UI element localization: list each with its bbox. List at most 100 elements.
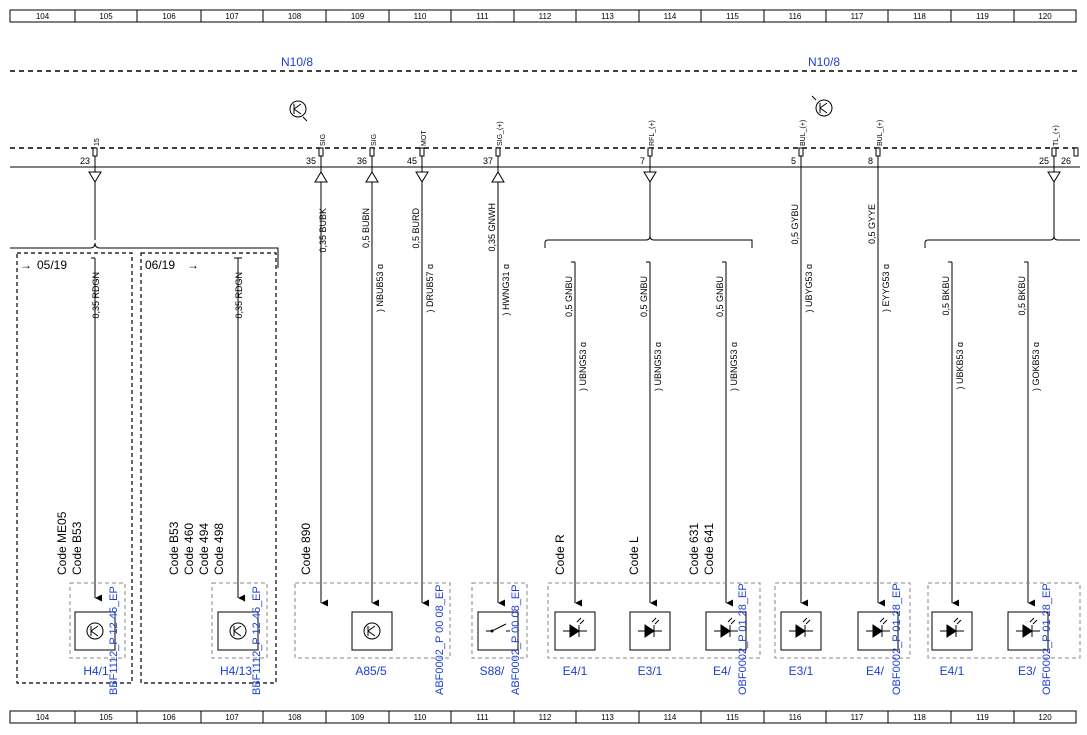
component-name: S88/ <box>480 664 505 678</box>
option-box-h4-1 <box>16 252 133 684</box>
component-name: E4/1 <box>940 664 965 678</box>
pin-signal: BUL_(+) <box>877 120 884 146</box>
module-name-left: N10/8 <box>281 55 313 69</box>
ref-label-2: 06/19 <box>145 258 175 272</box>
pin-number: 25 <box>1039 156 1049 166</box>
connector-label: ) UBNG53 ɑ <box>578 342 588 391</box>
grid-column-label: 118 <box>913 12 926 21</box>
connector-label: ) UBNG53 ɑ <box>729 342 739 391</box>
wire-label: 0,5 GNBU <box>564 276 574 317</box>
component-body <box>217 611 259 651</box>
option-code: Code 631 <box>687 523 701 575</box>
ref-arrow: → <box>20 258 32 272</box>
pin-number: 36 <box>357 156 367 166</box>
pin-terminal <box>92 147 98 157</box>
wire-label: 0,5 GYBU <box>790 204 800 245</box>
component-body <box>74 611 116 651</box>
wire-label: 0,35 BUBK <box>318 208 328 253</box>
component-body <box>477 611 519 651</box>
option-code: Code 494 <box>197 523 211 575</box>
pin-number: 26 <box>1061 156 1071 166</box>
component-id: OBF0002_P 01 28_EP <box>891 583 903 695</box>
ref-label-1: 05/19 <box>37 258 67 272</box>
pin-number: 23 <box>80 156 90 166</box>
led-icon <box>789 617 813 638</box>
component-name: H4/13 <box>220 664 252 678</box>
option-code: Code R <box>553 534 567 575</box>
grid-column-label: 106 <box>162 12 176 21</box>
grid-column-label: 106 <box>162 713 176 722</box>
option-code: Code L <box>627 536 641 575</box>
component-id: OBF0002_P 01 28_EP <box>1041 583 1053 695</box>
pin-terminal <box>318 147 324 157</box>
pin-terminal <box>419 147 425 157</box>
pin-signal: TL_(+) <box>1053 125 1060 146</box>
transistor-icon <box>86 622 104 640</box>
grid-column-label: 119 <box>976 12 989 21</box>
transistor-icon <box>229 622 247 640</box>
component-id: ABF0002_P 00 08_EP <box>434 585 446 696</box>
option-code: Code ME05 <box>55 511 69 575</box>
option-code: Code B53 <box>167 521 181 575</box>
grid-column-label: 108 <box>288 713 302 722</box>
pin-terminal <box>798 147 804 157</box>
connector-label: ) UBNG53 ɑ <box>653 342 663 391</box>
pin-number: 8 <box>868 156 873 166</box>
component-name: E3/ <box>1018 664 1037 678</box>
wire-arrow-up <box>491 171 505 183</box>
pin-terminal <box>1051 147 1057 157</box>
component-name: E3/1 <box>789 664 814 678</box>
grid-column-label: 109 <box>351 12 365 21</box>
wires <box>88 156 1061 607</box>
pin-terminal <box>369 147 375 157</box>
pin-signal: SIG <box>371 134 378 146</box>
component-id: ABF0002_P 00 08_EP <box>510 585 522 696</box>
grid-column-label: 114 <box>664 713 677 722</box>
grid-column-label: 113 <box>601 713 614 722</box>
connector-label: ) DRUB57 ɑ <box>425 264 435 313</box>
option-code: Code B53 <box>70 521 84 575</box>
wire-arrow-up <box>365 171 379 183</box>
component-id: BBF1112_P 12 45_EP <box>251 586 263 695</box>
grid-column-label: 108 <box>288 12 302 21</box>
wire-label: 0,35 RDGN <box>91 272 101 319</box>
pin-signal: RFL_(+) <box>649 120 656 146</box>
grid-column-label: 105 <box>99 713 113 722</box>
component-id: OBF0002_P 01 28_EP <box>737 583 749 695</box>
branch-braces <box>10 235 1080 268</box>
grid-column-label: 120 <box>1038 713 1052 722</box>
wire-arrow-up <box>314 171 328 183</box>
connector-label: ) HWNG31 ɑ <box>501 264 511 316</box>
connector-label: ) NBUB53 ɑ <box>375 264 385 312</box>
wire-label: 0,5 GYYE <box>867 204 877 244</box>
grid-column-label: 120 <box>1038 12 1052 21</box>
wire-arrow-down <box>415 171 429 183</box>
option-code: Code 890 <box>299 523 313 575</box>
connector-label: ) GOKB53 ɑ <box>1031 342 1041 391</box>
component-id: BBF1112_P 12 45_EP <box>108 586 120 695</box>
grid-column-label: 117 <box>851 713 864 722</box>
led-icon <box>866 617 890 638</box>
option-code: Code 641 <box>702 523 716 575</box>
wire-label: 0,5 BUBN <box>361 208 371 248</box>
led-icon <box>638 617 662 638</box>
option-code: Code 460 <box>182 523 196 575</box>
grid-column-label: 116 <box>789 12 802 21</box>
switch-icon <box>486 623 510 633</box>
component-body <box>629 611 671 651</box>
grid-column-label: 109 <box>351 713 365 722</box>
pin-number: 7 <box>640 156 645 166</box>
transistor-icon <box>811 95 833 117</box>
option-code: Code 498 <box>212 523 226 575</box>
component-group-h4-1 <box>69 582 126 659</box>
component-symbols <box>74 611 1049 651</box>
pin-number: 5 <box>791 156 796 166</box>
wire-label: 0,35 GNWH <box>487 203 497 252</box>
pin-signal: BUL_(+) <box>800 120 807 146</box>
grid-column-label: 107 <box>225 12 239 21</box>
pin-signal: MOT <box>421 130 428 146</box>
led-icon <box>714 617 738 638</box>
grid-column-label: 119 <box>976 713 989 722</box>
